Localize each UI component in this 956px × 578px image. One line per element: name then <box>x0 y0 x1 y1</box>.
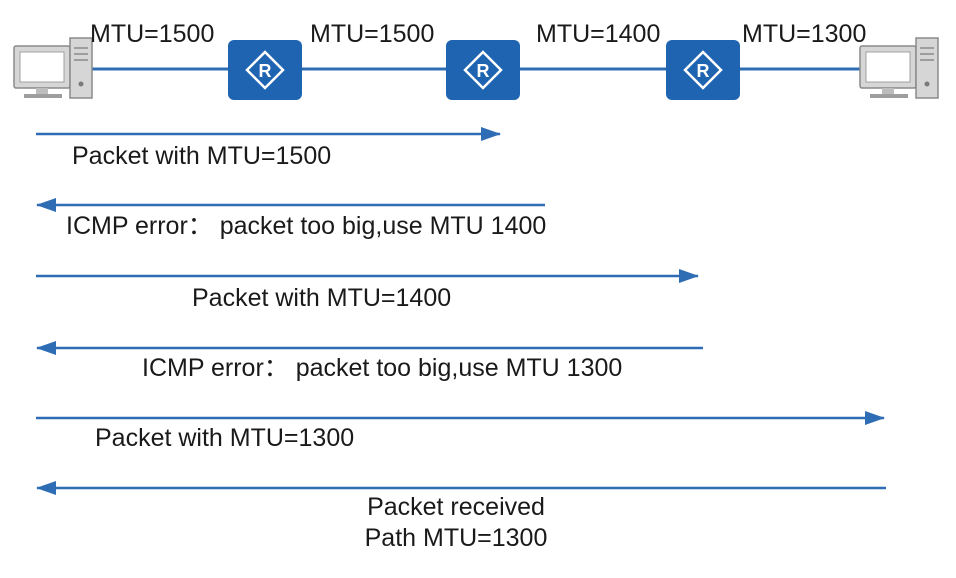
msg-6-line-2: Path MTU=1300 <box>364 524 548 552</box>
router-1-label: R <box>259 61 272 81</box>
msg-5-label: Packet with MTU=1300 <box>95 424 355 452</box>
msg-6-line-1: Packet received <box>367 493 545 521</box>
link-3-mtu-label: MTU=1400 <box>536 20 661 48</box>
router-2-icon: R <box>446 40 520 100</box>
msg-1-label: Packet with MTU=1500 <box>72 142 332 170</box>
link-4-mtu-label: MTU=1300 <box>742 20 867 48</box>
msg-3-label: Packet with MTU=1400 <box>192 284 452 312</box>
msg-6-label: Packet received Path MTU=1300 <box>365 492 548 554</box>
msg-4-label: ICMP error： packet too big,use MTU 1300 <box>142 354 623 382</box>
router-3-icon: R <box>666 40 740 100</box>
destination-host-icon <box>859 37 939 99</box>
router-1-icon: R <box>228 40 302 100</box>
link-2-mtu-label: MTU=1500 <box>310 20 435 48</box>
router-3-label: R <box>697 61 710 81</box>
router-2-label: R <box>477 61 490 81</box>
source-host-icon <box>13 37 93 99</box>
link-1-mtu-label: MTU=1500 <box>90 20 215 48</box>
msg-2-label: ICMP error： packet too big,use MTU 1400 <box>66 212 547 240</box>
